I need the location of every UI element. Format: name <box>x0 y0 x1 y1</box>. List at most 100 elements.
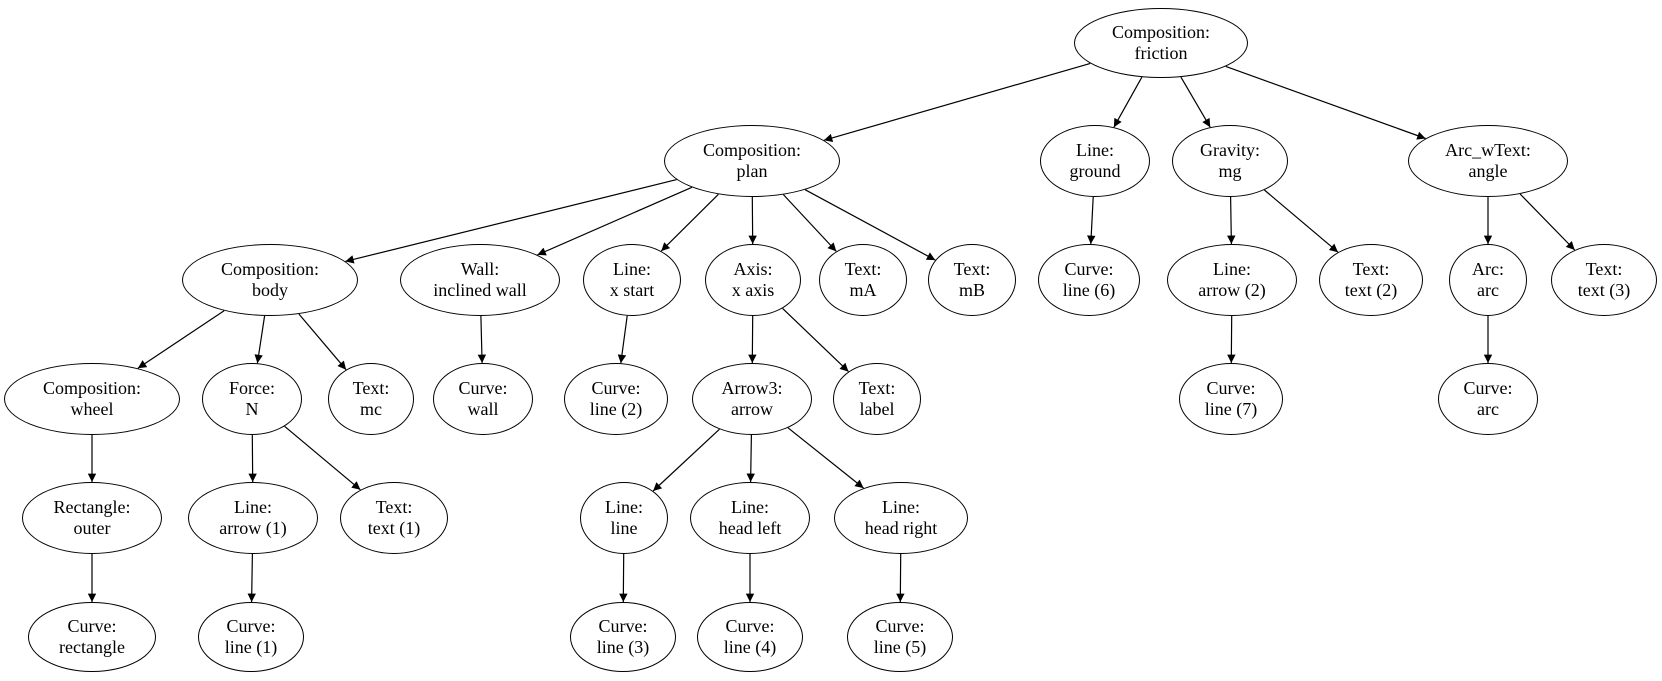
node-line-2: Curve:line (2) <box>564 363 668 435</box>
node-line-3: Curve:line (3) <box>570 602 676 672</box>
node-type-label: Curve: <box>725 616 775 636</box>
node-instance-label: mA <box>849 280 877 300</box>
node-type-label: Curve: <box>1064 259 1114 279</box>
node-body: Composition:body <box>182 244 358 316</box>
edge-plan-to-x-start <box>660 193 719 252</box>
node-type-label: Composition: <box>1111 22 1210 42</box>
node-mc: Text:mc <box>328 363 414 435</box>
edge-body-to-force-n <box>254 315 266 364</box>
edge-plan-to-m-a <box>782 194 837 252</box>
node-type-label: Text: <box>858 378 896 398</box>
node-arrow-1: Line:arrow (1) <box>188 482 318 554</box>
node-line-1: Curve:line (1) <box>198 602 304 672</box>
node-instance-label: line (6) <box>1062 280 1116 300</box>
node-type-label: Axis: <box>733 259 773 279</box>
node-instance-label: line (4) <box>723 637 777 657</box>
node-instance-label: friction <box>1134 43 1188 63</box>
node-instance-label: line (5) <box>873 637 927 657</box>
node-instance-label: mg <box>1218 161 1242 181</box>
edge-mg-to-arrow-2 <box>1227 196 1236 245</box>
node-type-label: Curve: <box>598 616 648 636</box>
node-type-label: Composition: <box>702 140 801 160</box>
edge-x-axis-to-label <box>782 307 849 373</box>
node-instance-label: body <box>252 280 288 300</box>
node-type-label: Curve: <box>875 616 925 636</box>
node-type-label: Text: <box>375 497 413 517</box>
node-instance-label: line (2) <box>589 399 643 419</box>
node-m-a: Text:mA <box>819 244 907 316</box>
node-type-label: Text: <box>352 378 390 398</box>
edge-arrow-1-to-line-1 <box>247 553 256 603</box>
node-line-6: Curve:line (6) <box>1038 244 1140 316</box>
node-line: Line:line <box>580 482 668 554</box>
node-instance-label: line (3) <box>596 637 650 657</box>
edge-ground-to-line-6 <box>1087 196 1096 245</box>
edge-plan-to-m-b <box>804 189 936 261</box>
node-instance-label: wheel <box>70 399 114 419</box>
edge-inclined-wall-to-curve-wall <box>477 315 487 364</box>
node-instance-label: wall <box>467 399 499 419</box>
edge-x-start-to-line-2 <box>617 315 628 364</box>
node-instance-label: text (3) <box>1577 280 1631 300</box>
node-type-label: Arc_wText: <box>1445 140 1531 160</box>
edge-arrow3-to-head-left <box>746 434 755 483</box>
node-line-7: Curve:line (7) <box>1179 363 1283 435</box>
node-type-label: Rectangle: <box>53 497 131 517</box>
node-curve-wall: Curve:wall <box>433 363 533 435</box>
node-type-label: Arrow3: <box>721 378 783 398</box>
node-instance-label: head left <box>718 518 782 538</box>
node-instance-label: line (7) <box>1204 399 1258 419</box>
edge-friction-to-mg <box>1180 76 1211 128</box>
node-type-label: Line: <box>731 497 769 517</box>
node-instance-label: arrow (2) <box>1198 280 1266 300</box>
edge-plan-to-body <box>345 179 677 264</box>
node-instance-label: text (2) <box>1344 280 1398 300</box>
node-type-label: Arc: <box>1472 259 1504 279</box>
node-type-label: Line: <box>605 497 643 517</box>
node-curve-rectangle: Curve:rectangle <box>28 602 156 672</box>
node-type-label: Line: <box>613 259 651 279</box>
node-type-label: Curve: <box>1463 378 1513 398</box>
edge-mg-to-text-2 <box>1264 189 1339 253</box>
node-friction: Composition:friction <box>1074 8 1248 78</box>
node-instance-label: angle <box>1468 161 1508 181</box>
edge-arrow3-to-line <box>652 428 720 492</box>
node-type-label: Wall: <box>460 259 500 279</box>
edge-force-n-to-text-1 <box>284 425 361 491</box>
node-outer: Rectangle:outer <box>22 482 162 554</box>
node-type-label: Curve: <box>67 616 117 636</box>
node-ground: Line:ground <box>1040 125 1150 197</box>
node-type-label: Line: <box>1076 140 1114 160</box>
node-m-b: Text:mB <box>928 244 1016 316</box>
node-curve-arc: Curve:arc <box>1438 363 1538 435</box>
node-type-label: Line: <box>234 497 272 517</box>
node-arc: Arc:arc <box>1449 244 1527 316</box>
node-type-label: Curve: <box>226 616 276 636</box>
node-instance-label: line (1) <box>224 637 278 657</box>
node-instance-label: arrow <box>731 399 773 419</box>
node-type-label: Line: <box>882 497 920 517</box>
node-label: Text:label <box>833 363 921 435</box>
node-force-n: Force:N <box>202 363 302 435</box>
edge-friction-to-angle <box>1225 65 1426 140</box>
edge-friction-to-ground <box>1113 76 1143 128</box>
node-type-label: Text: <box>1352 259 1390 279</box>
node-type-label: Text: <box>844 259 882 279</box>
node-instance-label: x axis <box>731 280 775 300</box>
node-arrow3: Arrow3:arrow <box>692 363 812 435</box>
node-instance-label: mB <box>958 280 985 300</box>
node-type-label: Force: <box>229 378 275 398</box>
node-wheel: Composition:wheel <box>4 363 180 435</box>
node-instance-label: N <box>245 399 259 419</box>
node-instance-label: inclined wall <box>433 280 527 300</box>
node-text-2: Text:text (2) <box>1319 244 1423 316</box>
node-angle: Arc_wText:angle <box>1408 125 1568 197</box>
node-x-start: Line:x start <box>583 244 681 316</box>
node-instance-label: outer <box>73 518 111 538</box>
node-type-label: Curve: <box>591 378 641 398</box>
node-instance-label: mc <box>360 399 382 419</box>
node-instance-label: head right <box>864 518 938 538</box>
edge-body-to-wheel <box>137 310 225 369</box>
edge-arrow3-to-head-right <box>787 427 864 489</box>
